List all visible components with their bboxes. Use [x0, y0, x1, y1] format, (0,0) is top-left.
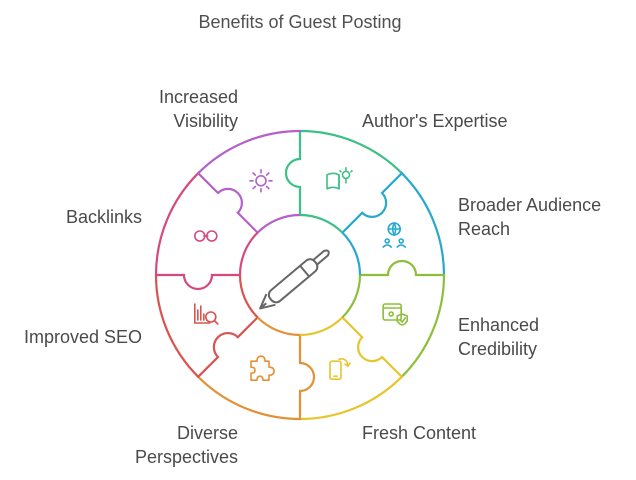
segment-enhanced-credibility — [358, 259, 446, 378]
pen-icon — [259, 249, 330, 310]
certificate-icon — [382, 303, 409, 326]
segment-outer-arc — [400, 172, 446, 277]
segment-broader-audience — [341, 172, 446, 277]
diagram-title: Benefits of Guest Posting — [198, 12, 402, 32]
book-lightbulb-icon — [326, 167, 353, 190]
segment-inner-arc — [256, 316, 301, 337]
chart-search-icon — [194, 303, 219, 325]
segment-outer-arc — [197, 375, 302, 421]
puzzle-segments — [154, 129, 446, 421]
sun-icon — [249, 169, 273, 193]
segment-backlinks — [154, 172, 242, 291]
globe-people-icon — [382, 222, 407, 248]
segment-puzzle-edge — [284, 129, 302, 217]
segment-outer-arc — [154, 273, 200, 378]
segment-fresh-content — [298, 316, 403, 421]
segment-improved-seo — [154, 273, 259, 378]
segment-inner-arc — [238, 231, 259, 276]
label-backlinks: Backlinks — [65, 207, 142, 227]
link-icon — [194, 230, 218, 242]
segment-puzzle-edge — [341, 172, 403, 234]
mobile-refresh-icon — [329, 358, 351, 381]
segment-inner-arc — [299, 316, 344, 337]
puzzle-piece-icon — [250, 355, 275, 382]
segment-outer-arc — [298, 375, 403, 421]
segment-diverse-perspectives — [197, 333, 316, 421]
segment-inner-arc — [256, 213, 301, 234]
segment-puzzle-edge — [358, 259, 446, 277]
segment-outer-arc — [154, 172, 200, 277]
segment-puzzle-edge — [154, 273, 242, 291]
segment-puzzle-edge — [298, 333, 316, 421]
segment-outer-arc — [400, 273, 446, 378]
segment-authors-expertise — [284, 129, 403, 217]
label-authors-expertise: Author's Expertise — [362, 111, 508, 131]
center-hub — [259, 249, 330, 310]
segment-puzzle-edge — [197, 316, 259, 378]
segment-inner-arc — [299, 213, 344, 234]
segment-outer-arc — [298, 129, 403, 175]
segment-outer-arc — [197, 129, 302, 175]
segment-inner-arc — [341, 274, 362, 319]
segment-inner-arc — [238, 274, 259, 319]
label-improved-seo: Improved SEO — [23, 327, 142, 347]
label-fresh-content: Fresh Content — [362, 423, 477, 443]
segment-puzzle-edge — [197, 172, 259, 234]
segment-icons — [194, 167, 409, 382]
segment-inner-arc — [341, 231, 362, 276]
segment-increased-visibility — [197, 129, 302, 234]
segment-puzzle-edge — [341, 316, 403, 378]
